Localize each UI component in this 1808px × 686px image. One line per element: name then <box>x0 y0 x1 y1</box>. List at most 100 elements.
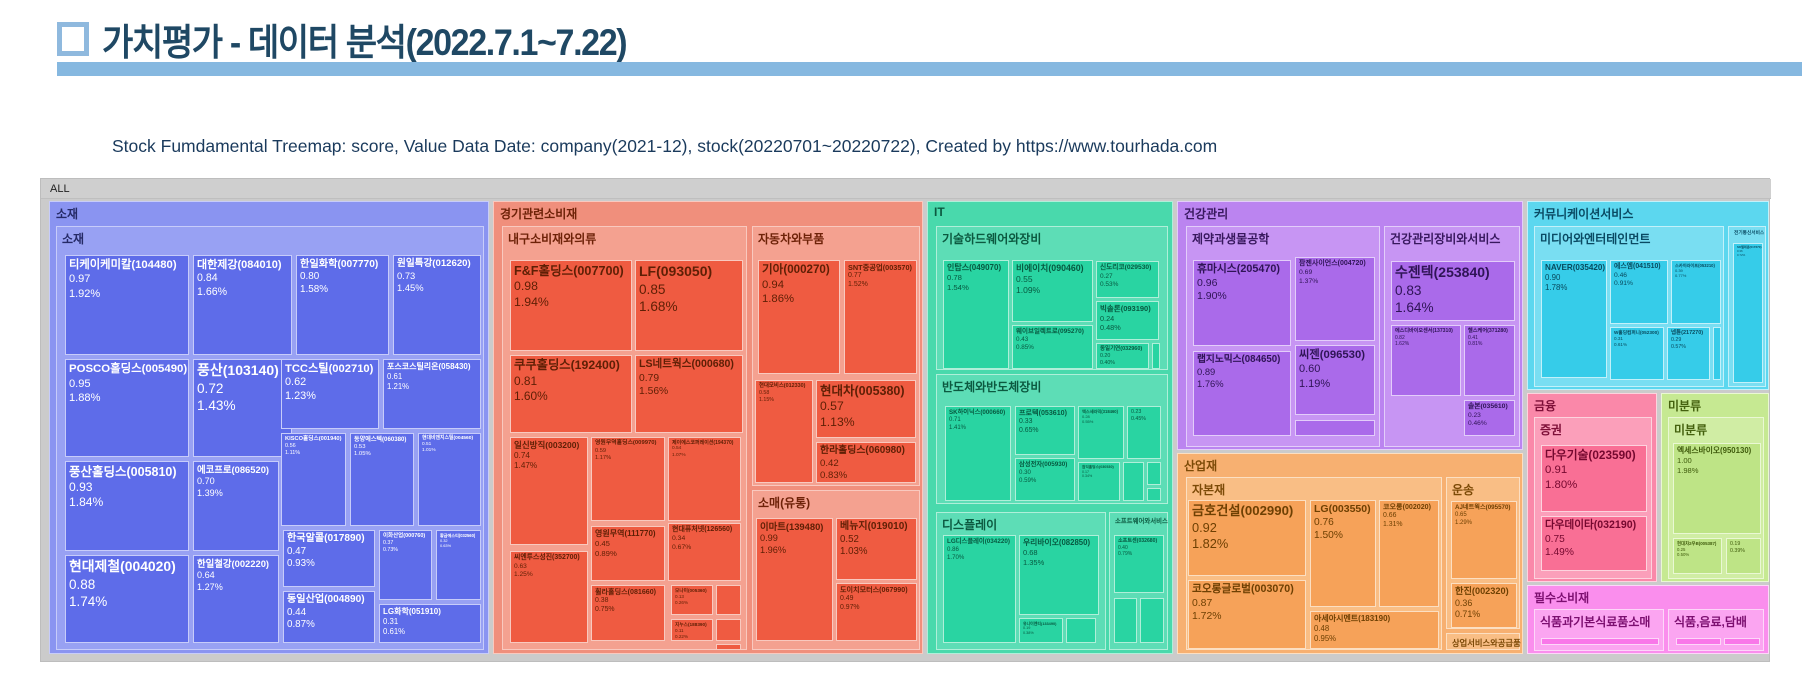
treemap-leaf[interactable] <box>1123 462 1144 501</box>
treemap-leaf[interactable] <box>716 619 741 641</box>
treemap-leaf[interactable] <box>1066 618 1096 643</box>
treemap-leaf[interactable] <box>1114 598 1137 643</box>
pathbar[interactable]: ALL <box>41 179 1771 199</box>
treemap-leaf[interactable] <box>1713 327 1721 380</box>
treemap-leaf[interactable] <box>1147 488 1161 501</box>
treemap-industry[interactable]: 식품과기본식료품소매 <box>1534 609 1664 651</box>
treemap-leaf[interactable] <box>716 585 741 615</box>
treemap-leaf[interactable] <box>716 644 741 650</box>
treemap-leaf[interactable] <box>1295 420 1375 436</box>
treemap-leaf[interactable] <box>1676 638 1721 645</box>
treemap-leaf[interactable] <box>1140 598 1164 643</box>
treemap-leaf[interactable] <box>1147 462 1161 485</box>
